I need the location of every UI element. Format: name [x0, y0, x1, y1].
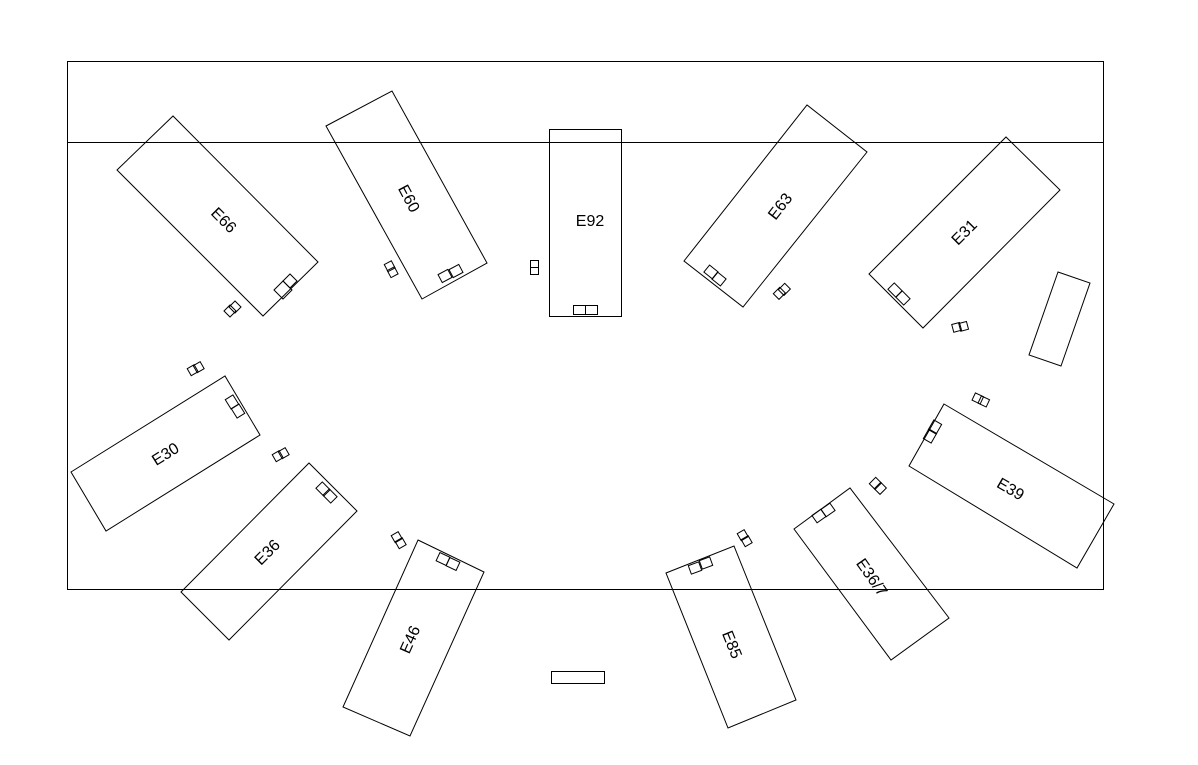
stool-icon — [772, 286, 787, 301]
stool-icon — [971, 392, 985, 405]
chair-icon — [230, 403, 246, 419]
chair-icon — [820, 502, 836, 518]
chair-icon — [711, 271, 727, 287]
chair-icon — [687, 561, 703, 575]
chair-icon — [585, 305, 598, 315]
stool-icon — [530, 267, 539, 275]
chair-icon — [437, 268, 453, 284]
station-unlabeled-outline — [1028, 271, 1091, 367]
station-e92-label: E92 — [576, 213, 605, 230]
station-unlabeled — [971, 271, 1091, 408]
stool-icon — [383, 260, 396, 273]
stool-icon — [777, 282, 792, 297]
station-e31-outline — [868, 136, 1061, 329]
stool-icon — [186, 364, 199, 377]
station-e36-outline — [180, 462, 358, 641]
chair-icon — [445, 556, 461, 572]
stool-icon — [873, 481, 888, 496]
stool-icon — [958, 320, 970, 332]
stool-icon — [736, 529, 749, 542]
chair-icon — [927, 419, 943, 435]
station-e63-outline — [683, 104, 868, 308]
stool-icon — [223, 304, 237, 318]
stool-icon — [277, 447, 290, 460]
stool-icon — [390, 531, 403, 544]
stool-icon — [868, 476, 883, 491]
stool-icon — [394, 537, 407, 550]
stool-icon — [740, 535, 753, 548]
station-e39-outline — [908, 403, 1115, 569]
chair-icon — [922, 428, 938, 444]
station-e66-outline — [116, 115, 319, 317]
station-e60-outline — [325, 90, 488, 300]
chair-icon — [698, 556, 714, 570]
chair-icon — [322, 488, 338, 504]
stool-icon — [386, 266, 399, 279]
chair-icon — [273, 280, 293, 300]
chair-icon — [315, 481, 331, 497]
bench-outline — [551, 671, 605, 684]
stool-icon — [271, 450, 284, 463]
station-e30-outline — [70, 375, 261, 532]
chair-icon — [282, 273, 298, 289]
stool-icon — [192, 361, 205, 374]
station-e92-outline — [549, 129, 622, 317]
stool-icon — [228, 300, 242, 314]
station-e46-outline — [342, 539, 485, 737]
stool-icon — [951, 321, 963, 333]
chair-icon — [448, 263, 464, 279]
station-e85-outline — [665, 545, 797, 729]
station-e36-7-outline — [793, 487, 950, 661]
station-e92: E92 — [530, 129, 622, 317]
stool-icon — [977, 395, 991, 408]
room-boundary — [67, 61, 1104, 590]
chair-icon — [895, 290, 911, 306]
